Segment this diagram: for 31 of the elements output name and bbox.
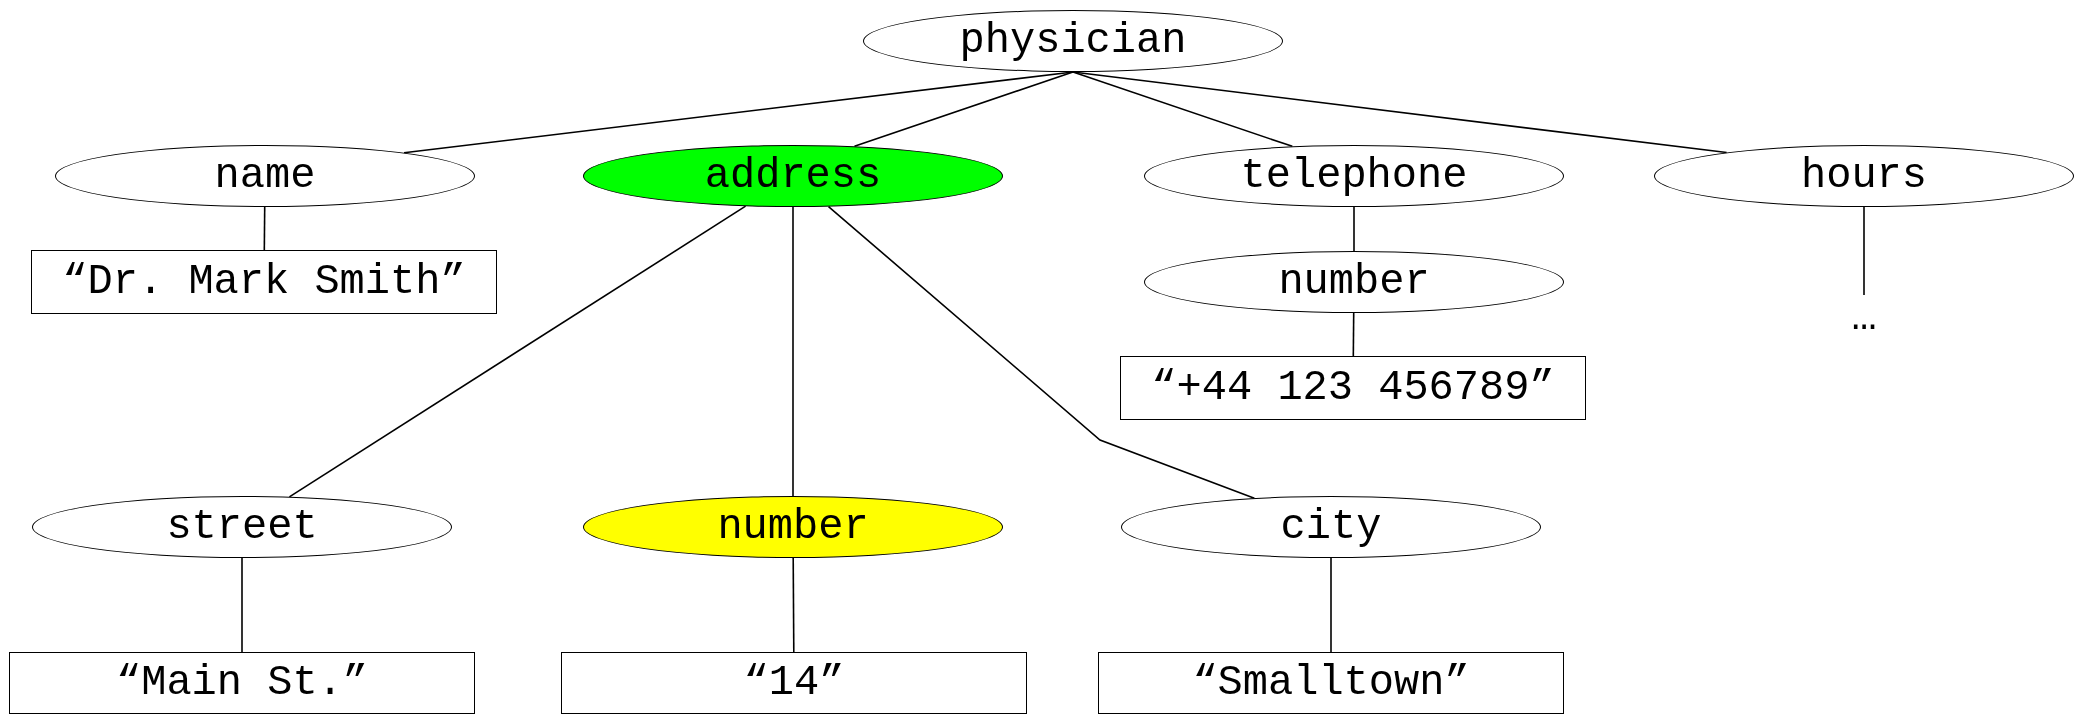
connector-line (241, 557, 243, 653)
connector-line (827, 205, 1256, 499)
connector-line (1353, 206, 1355, 252)
connector-line (1863, 206, 1865, 296)
node-label: address (704, 152, 882, 200)
node-label: city (1280, 503, 1382, 551)
node-label: telephone (1240, 152, 1468, 200)
node-label: “14” (743, 659, 845, 707)
node-label: “Dr. Mark Smith” (62, 258, 466, 306)
value-box (1098, 652, 1564, 714)
value-box (9, 652, 475, 714)
node-label: physician (959, 17, 1187, 65)
connector-line (1330, 557, 1332, 653)
connector-line (792, 206, 794, 497)
node-label: “+44 123 456789” (1151, 364, 1555, 412)
node-label: hours (1801, 152, 1927, 200)
connector-line (263, 206, 266, 251)
value-box (31, 250, 497, 314)
value-box (1120, 356, 1586, 420)
node-label: “Main St.” (115, 659, 368, 707)
connector-line (792, 557, 795, 653)
node-label: name (214, 152, 316, 200)
ellipsis-text: … (1834, 295, 1894, 341)
node-label: number (717, 503, 869, 551)
connector-line (1352, 312, 1355, 357)
connector-line (1072, 71, 1728, 154)
node-label: number (1278, 258, 1430, 306)
connector-line (288, 205, 747, 498)
value-box (561, 652, 1027, 714)
node-label: “Smalltown” (1192, 659, 1470, 707)
node-label: street (166, 503, 318, 551)
